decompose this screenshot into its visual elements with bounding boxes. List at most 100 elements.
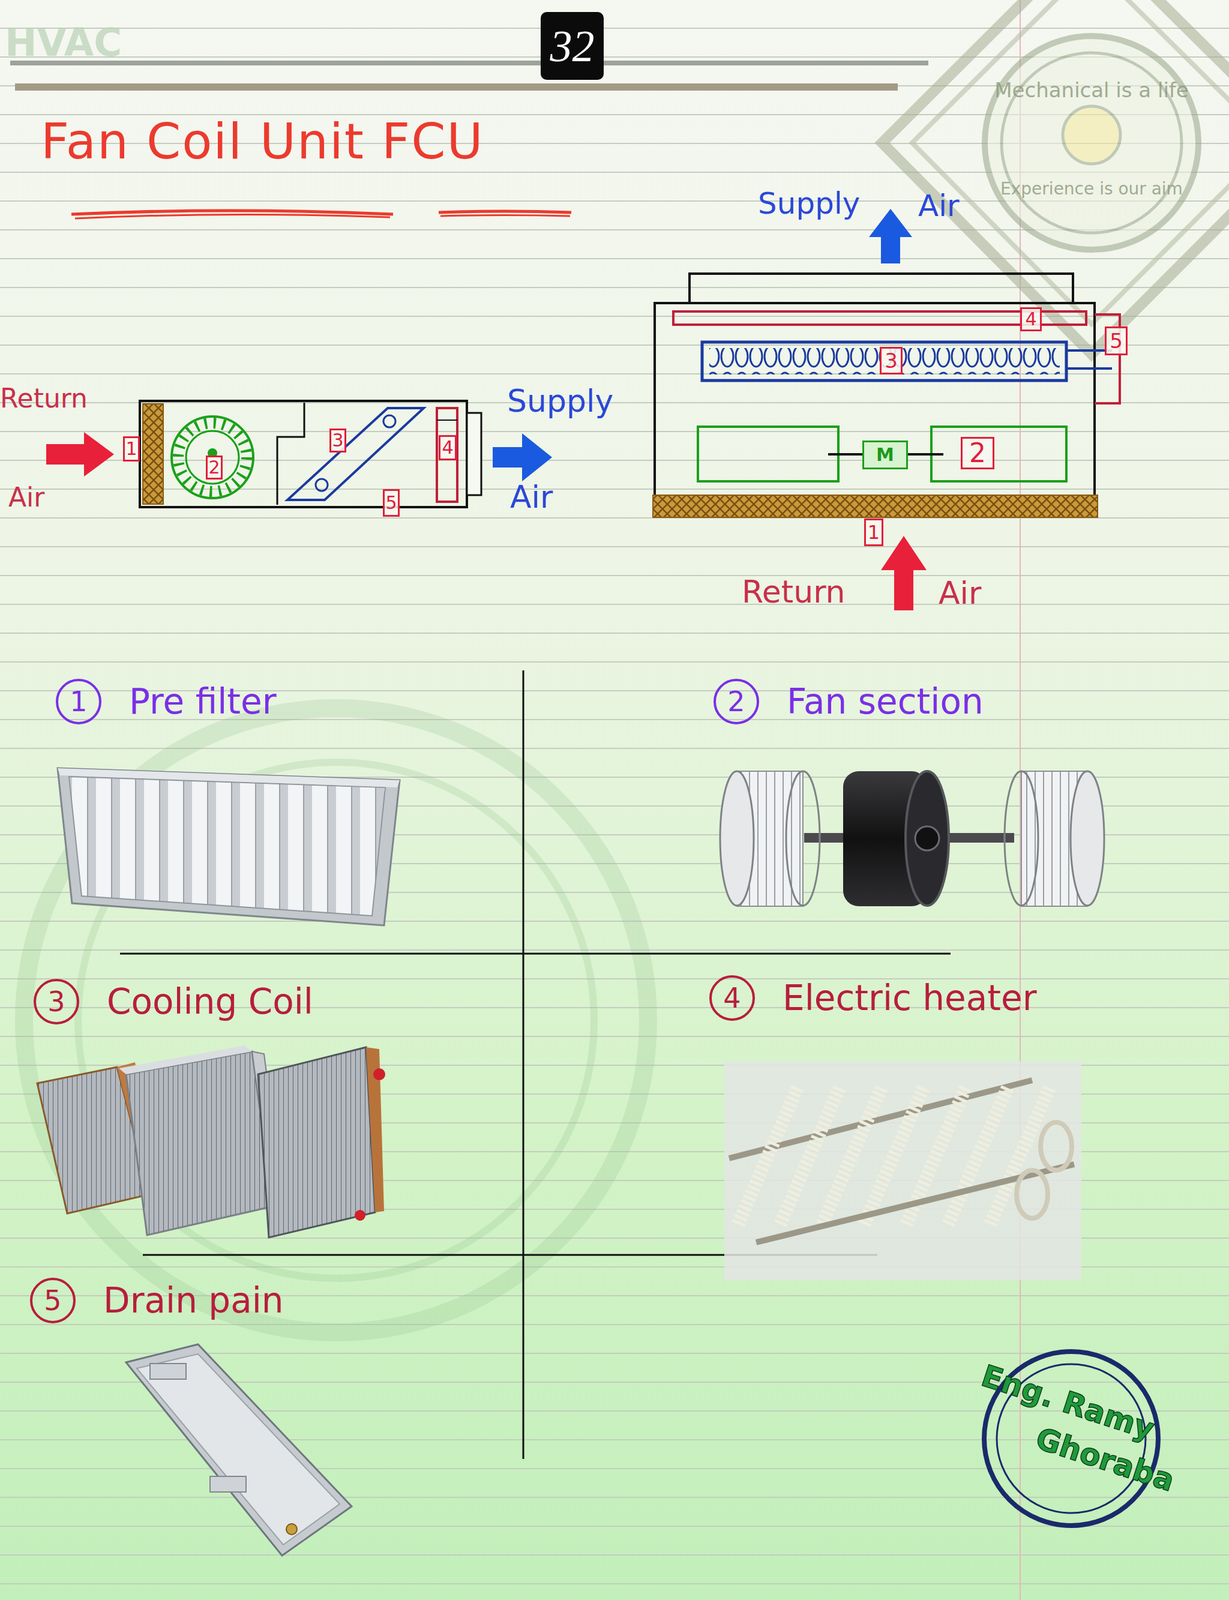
pre-filter <box>142 403 164 505</box>
callout-number: 5 <box>1104 326 1128 356</box>
heater-backdrop <box>724 1060 1082 1281</box>
callout-number: 5 <box>382 489 400 517</box>
logo-stamp <box>882 0 1229 355</box>
motor-bearing <box>915 826 940 851</box>
coil-cap <box>354 1209 366 1221</box>
coil-pipe <box>1066 367 1112 370</box>
fan-housing <box>171 416 254 499</box>
airflow-label: Return <box>741 574 846 610</box>
filter-frame <box>57 768 400 926</box>
heater-frame <box>756 1164 1075 1243</box>
stamp-diamond <box>882 0 1229 355</box>
stamp-ring <box>24 708 649 1333</box>
heater-terminal <box>1016 1170 1048 1219</box>
part-name: Cooling Coil <box>106 984 314 1019</box>
filter-top <box>57 768 400 788</box>
unit-casing <box>654 303 1095 500</box>
watermark: HVAC <box>4 21 122 64</box>
callout-number: 4 <box>709 975 755 1021</box>
callout-number: 1 <box>123 436 140 462</box>
callout-text: 4 <box>441 438 454 457</box>
grid-line <box>120 952 951 955</box>
pre-filter <box>652 495 1098 518</box>
heater-elements <box>738 1086 1051 1225</box>
filter-pleats <box>69 776 386 916</box>
title-underline <box>75 214 391 219</box>
blower-wheel-face <box>1070 771 1105 906</box>
callout-text: 3 <box>884 350 898 371</box>
return-air-arrow <box>46 432 115 477</box>
part-name: Electric heater <box>782 980 1037 1016</box>
return-air-arrow <box>880 535 927 611</box>
part-name: Fan section <box>786 684 984 719</box>
title-underline <box>438 211 572 213</box>
part-heading: 2 Fan section <box>713 668 1146 735</box>
header-rule <box>15 83 898 91</box>
supply-air-arrow <box>868 208 913 264</box>
airflow-label: Return <box>0 384 88 413</box>
part-heading: 4 Electric heater <box>709 964 1190 1031</box>
supply-air-arrow <box>492 433 553 482</box>
airflow-label: Supply <box>507 384 614 419</box>
stamp-ring <box>984 36 1199 250</box>
grid-line <box>522 670 525 1459</box>
callout-number: 3 <box>33 978 80 1025</box>
coil-connection <box>383 415 396 428</box>
watermark: Experience is our aim <box>983 180 1200 199</box>
coil-block <box>258 1047 376 1238</box>
fan-hub-ring <box>186 430 239 484</box>
airflow-label: Air <box>510 480 553 515</box>
part-heading: 5Drain pain <box>30 1267 487 1334</box>
callout-text: 3 <box>331 431 344 450</box>
callout-text: 2 <box>969 439 986 467</box>
callout-number: 3 <box>329 428 347 453</box>
blower-wheel-rim <box>786 771 820 906</box>
outlet-flange <box>466 412 482 496</box>
fan-blades <box>178 423 247 492</box>
page-number: 32 <box>540 12 604 80</box>
coil-connection <box>315 478 328 491</box>
electric-heater <box>436 408 458 502</box>
logo-head <box>1062 106 1121 164</box>
callout-number: 2 <box>205 455 223 480</box>
motor-end <box>905 771 949 906</box>
coil-block <box>126 1051 274 1236</box>
callout-text: 1 <box>125 439 137 458</box>
part-name: Pre filter <box>129 684 277 719</box>
airflow-label: Air <box>8 483 45 512</box>
part-heading: 3 Cooling Coil <box>33 968 490 1035</box>
drain-pan-floor <box>136 1353 340 1545</box>
callout-number: 2 <box>960 436 995 470</box>
coil-casing-top <box>118 1045 253 1075</box>
callout-number: 1 <box>864 518 884 547</box>
blower-wheel-rim <box>1004 771 1039 906</box>
motor-symbol: M <box>862 440 908 470</box>
margin-line <box>1019 0 1021 1600</box>
unit-casing <box>139 400 467 508</box>
blower-wheel-face <box>720 771 754 906</box>
heater-line <box>436 419 458 421</box>
header-rule <box>10 60 929 66</box>
drain-nipple <box>286 1523 298 1535</box>
fan-scroll <box>697 426 839 482</box>
callout-number: 2 <box>713 678 760 725</box>
callout-text: 1 <box>867 522 880 542</box>
watermark: Mechanical is a life <box>983 79 1200 102</box>
callout-text: 4 <box>1024 310 1037 329</box>
airflow-label: Air <box>918 189 960 223</box>
supply-outlet <box>689 273 1073 304</box>
airflow-label: Air <box>938 576 982 611</box>
pan-bracket <box>210 1476 247 1492</box>
drain-pan <box>126 1344 352 1556</box>
background-stamp <box>24 708 649 1333</box>
fan-scroll <box>931 426 1067 482</box>
callout-number: 4 <box>438 435 457 461</box>
airflow-label: Supply <box>757 187 860 221</box>
page-number-text: 32 <box>550 24 595 69</box>
callout-text: 5 <box>385 493 397 512</box>
